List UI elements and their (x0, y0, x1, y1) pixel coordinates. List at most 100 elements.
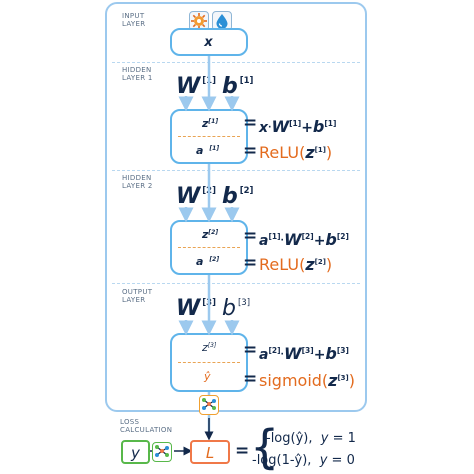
output-activation-arg: z (328, 371, 338, 390)
output-a-equals: = (243, 369, 258, 389)
output-activation-arg-sup: [3] (337, 374, 349, 382)
hidden-layer-1-label-line1: HIDDEN (122, 66, 152, 74)
hidden1-bias-symbol: b (222, 74, 238, 99)
loss-label-line2: CALCULATION (120, 426, 173, 434)
hidden1-bias: b[1] (222, 74, 253, 99)
output-z-rhs-dot: · (280, 350, 284, 360)
hidden1-divider (178, 136, 240, 137)
loss-case-1-var: y (320, 431, 329, 446)
hidden2-bias-symbol: b (222, 184, 238, 209)
output-bias: b[3] (222, 296, 250, 321)
output-z-rhs-b-sup: [3] (336, 346, 349, 355)
hidden2-activation-fn: ReLU (259, 255, 300, 274)
hidden1-z-rhs-b-sup: [1] (324, 119, 337, 128)
hidden2-z-expression: a[1]·W[2]+b[2] (259, 230, 349, 249)
hidden2-z-rhs-a-sup: [1] (268, 232, 281, 241)
hidden-layer-2-label: HIDDEN LAYER 2 (122, 174, 153, 190)
loss-case-2-expr: -log(1-ŷ), (252, 453, 312, 468)
hidden2-divider (178, 247, 240, 248)
hidden-layer-2-label-line1: HIDDEN (122, 174, 152, 182)
output-z-equals: = (243, 340, 258, 360)
hidden2-activation-arg-sup: [2] (314, 258, 326, 266)
hidden1-a-expression: ReLU(z[1]) (259, 143, 332, 162)
separator-3 (112, 283, 360, 284)
hidden2-a: a[2] (196, 255, 219, 268)
input-x-label: x (204, 35, 213, 50)
hidden1-z-equals: = (243, 113, 258, 133)
output-bias-symbol: b (222, 296, 236, 321)
hidden1-z-rhs-w: W (271, 117, 290, 136)
hidden2-a-equals: = (243, 253, 258, 273)
y-label-box: y (121, 440, 150, 464)
loss-label: LOSS CALCULATION (120, 418, 172, 434)
input-layer-label-line1: INPUT (122, 12, 145, 20)
loss-case-1-cond: = 1 (328, 431, 356, 446)
hidden2-z-equals: = (243, 226, 258, 246)
loss-case-1-expr: -log(ŷ), (266, 431, 313, 446)
model-icon (152, 442, 172, 462)
hidden1-activation-arg: z (305, 143, 315, 162)
loss-symbol: L (205, 444, 215, 462)
loss-case-2-var: y (319, 453, 328, 468)
hidden2-bias-sup: [2] (239, 186, 254, 196)
hidden2-z-symbol: z (202, 228, 209, 241)
output-z-expression: a[2]·W[3]+b[3] (259, 344, 349, 363)
output-z-rhs-w-sup: [3] (301, 346, 314, 355)
output-layer-label-line1: OUTPUT (122, 288, 153, 296)
hidden2-box: z[2] a[2] (170, 220, 248, 275)
loss-brace: { (250, 420, 280, 474)
hidden2-z-sup: [2] (208, 229, 219, 236)
hidden2-z-rhs-plus: + (313, 233, 326, 249)
output-a-expression: sigmoid(z[3]) (259, 371, 355, 390)
output-open-paren: ( (321, 371, 329, 390)
hidden1-z-sup: [1] (208, 118, 219, 125)
hidden1-z-rhs-x: x (259, 120, 269, 136)
hidden-layer-1-label: HIDDEN LAYER 1 (122, 66, 153, 82)
hidden1-activation-fn: ReLU (259, 143, 300, 162)
loss-case-1: -log(ŷ), y = 1 (266, 431, 356, 446)
output-weight-symbol: W (176, 296, 201, 321)
hidden2-activation-arg: z (305, 255, 315, 274)
hidden2-open-paren: ( (299, 255, 306, 274)
hidden2-a-expression: ReLU(z[2]) (259, 255, 332, 274)
hidden1-z: z[1] (202, 117, 218, 130)
hidden2-a-sup: [2] (209, 256, 220, 263)
hidden1-a-equals: = (243, 141, 258, 161)
network-graph-icon (199, 395, 219, 415)
hidden1-z-symbol: z (202, 117, 209, 130)
input-layer-label: INPUT LAYER (122, 12, 145, 28)
hidden1-z-rhs-plus: + (301, 120, 313, 136)
loss-case-2: -log(1-ŷ), y = 0 (252, 453, 355, 468)
hidden1-a-sup: [1] (209, 145, 220, 152)
output-z-symbol: z (202, 341, 208, 354)
hidden2-close-paren: ) (325, 255, 333, 274)
hidden1-z-rhs-dot: · (268, 123, 272, 133)
output-z-sup: [3] (207, 342, 217, 349)
hidden1-z-rhs-b: b (312, 117, 325, 136)
loss-case-2-cond: = 0 (327, 453, 355, 468)
hidden1-a: a [1] (196, 144, 219, 157)
output-divider (178, 362, 240, 363)
output-yhat: ŷ (204, 370, 211, 383)
input-layer-label-line2: LAYER (122, 20, 146, 28)
hidden2-weight-symbol: W (176, 184, 201, 209)
hidden1-close-paren: ) (325, 143, 333, 162)
sun-gear-icon (189, 11, 209, 31)
output-z-rhs-plus: + (313, 347, 326, 363)
hidden2-z-rhs-b: b (325, 230, 337, 249)
hidden2-z: z[2] (202, 228, 218, 241)
hidden1-bias-sup: [1] (239, 76, 254, 86)
hidden2-z-rhs-a: a (259, 233, 269, 249)
output-bias-sup: [3] (237, 298, 251, 308)
output-z: z[3] (202, 341, 216, 354)
loss-equals: = (235, 441, 250, 461)
output-activation-fn: sigmoid (259, 371, 322, 390)
output-layer-label: OUTPUT LAYER (122, 288, 152, 304)
hidden2-z-rhs-dot: · (280, 236, 284, 246)
hidden-layer-2-label-line2: LAYER 2 (122, 182, 153, 190)
output-close-paren: ) (348, 371, 356, 390)
hidden1-a-symbol: a (196, 144, 204, 157)
hidden2-z-rhs-w: W (283, 230, 302, 249)
hidden1-weight-symbol: W (176, 74, 201, 99)
